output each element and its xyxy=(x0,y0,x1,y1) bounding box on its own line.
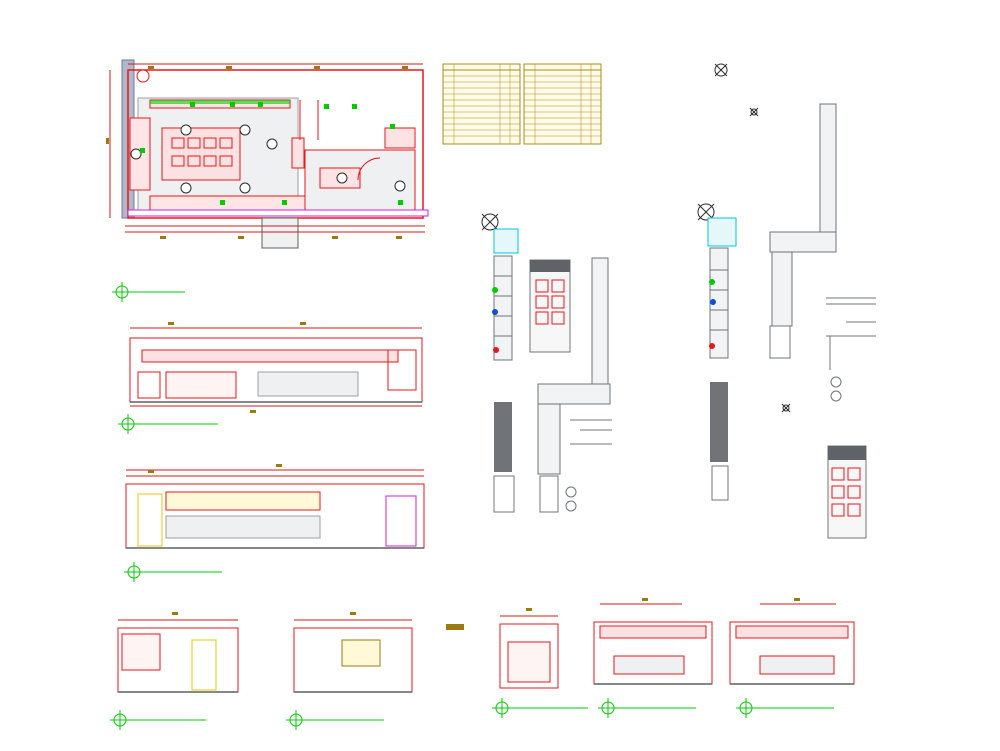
section-target-icon xyxy=(286,710,384,730)
elevation-7 xyxy=(729,598,855,685)
elevation-3 xyxy=(117,612,239,693)
elevation-6 xyxy=(593,598,713,685)
section-target-icon xyxy=(124,562,222,582)
elevation-4 xyxy=(293,612,464,693)
equipment-tag-icon xyxy=(749,107,759,117)
equipment-layout-right xyxy=(707,103,876,539)
equipment-schedule-table-a xyxy=(442,63,521,145)
elevation-5 xyxy=(499,608,559,689)
kitchen-floor-plan xyxy=(106,59,429,249)
elevation-1 xyxy=(129,322,423,413)
section-target-icon xyxy=(598,698,696,718)
equipment-layout-left xyxy=(492,228,612,513)
north-arrow-icon xyxy=(481,213,499,231)
north-arrow-icon xyxy=(697,203,715,221)
equipment-tag-icon xyxy=(781,403,791,413)
section-target-icon xyxy=(112,282,185,302)
elevation-2 xyxy=(125,464,425,549)
north-arrow-icon xyxy=(714,63,728,77)
section-target-icon xyxy=(736,698,834,718)
section-target-icon xyxy=(118,414,218,434)
section-target-icon xyxy=(492,698,588,718)
equipment-schedule-table-b xyxy=(523,63,602,145)
section-target-icon xyxy=(110,710,206,730)
